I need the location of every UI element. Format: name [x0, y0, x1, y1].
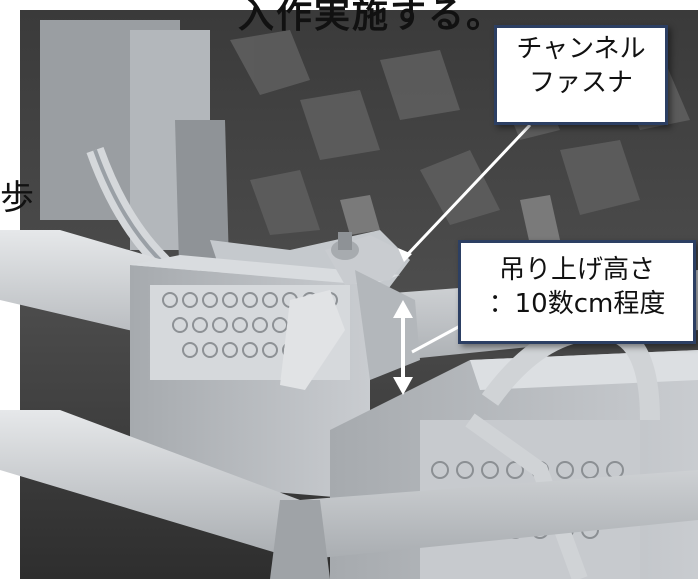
- callout-fastener-line1: チャンネル: [516, 34, 646, 64]
- header-text-fragment: 入作実施する。: [238, 0, 505, 36]
- fastener-leader-tip: [398, 248, 412, 262]
- callout-lift-height: 吊り上げ高さ ：10数cm程度: [458, 240, 696, 344]
- side-text-fragment: 歩: [0, 178, 34, 218]
- lift-height-arrow: [393, 300, 413, 395]
- callout-height-line1: 吊り上げ高さ: [498, 255, 655, 285]
- callout-height-line2: ：10数cm程度: [488, 289, 666, 319]
- callout-fastener-line2: ファスナ: [528, 68, 633, 98]
- height-leader-line: [411, 323, 463, 354]
- callout-channel-fastener: チャンネル ファスナ: [494, 25, 668, 125]
- rail-joint: [270, 500, 330, 579]
- fastener-leader-line: [405, 123, 532, 257]
- rail-front: [0, 410, 698, 560]
- bin-left: [130, 255, 400, 500]
